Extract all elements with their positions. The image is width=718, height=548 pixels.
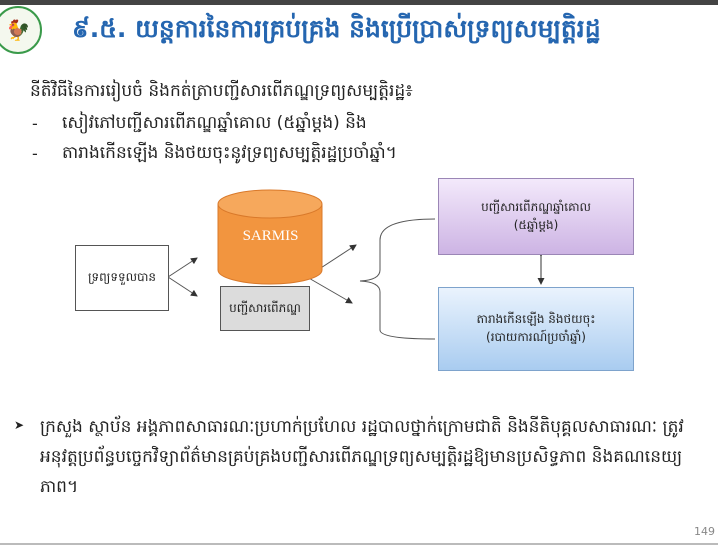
bottom-paragraph: ក្រសួង ស្ថាប័ន អង្គភាពសាធារណៈប្រហាក់ប្រហ… (40, 417, 684, 497)
changes-label: តារាងកើនឡើង និងថយចុះ (476, 312, 596, 326)
inventory-label: បញ្ជីសារពើភណ្ឌ (229, 300, 301, 315)
received-assets-label: ទ្រព្យទទួលបាន (87, 270, 157, 284)
brace (359, 218, 436, 340)
bullet-marker: - (32, 144, 38, 163)
bullet-item: តារាងកើនឡើង និងថយចុះនូវទ្រព្យសម្បត្តិរដ្… (62, 143, 397, 163)
received-assets-box: ទ្រព្យទទួលបាន (75, 245, 169, 311)
arrow-down-right (306, 276, 353, 304)
base-year-inventory-box: បញ្ជីសារពើភណ្ឌឆ្នាំគោល (៥ឆ្នាំម្តង) (438, 178, 634, 255)
bullet-arrow-icon: ➤ (14, 418, 25, 432)
changes-subtitle: (របាយការណ៍ប្រចាំឆ្នាំ) (486, 330, 586, 344)
database-cylinder-icon (217, 189, 323, 285)
arrow-to-sarmis (167, 257, 198, 278)
bullet-item: សៀវភៅបញ្ជីសារពើភណ្ឌឆ្នាំគោល (៥ឆ្នាំម្តង)… (62, 113, 367, 133)
base-year-frequency: (៥ឆ្នាំម្តង) (513, 217, 559, 232)
ministry-logo-icon: 🐓 (0, 6, 42, 54)
base-year-label: បញ្ជីសារពើភណ្ឌឆ្នាំគោល (481, 199, 591, 214)
slide-title: ៩.៥. យន្តការនៃការគ្រប់គ្រង និងប្រើប្រាស់… (72, 14, 601, 43)
sarmis-label: SARMIS (242, 228, 299, 244)
intro-heading: នីតិវិធីនៃការរៀបចំ និងកត់ត្រាបញ្ជីសារពើភ… (30, 81, 413, 101)
footer-divider (0, 543, 718, 545)
bullet-marker: - (32, 114, 38, 133)
annual-changes-box: តារាងកើនឡើង និងថយចុះ (របាយការណ៍ប្រចាំឆ្ន… (438, 287, 634, 371)
page-number: 149 (694, 525, 715, 538)
arrow-to-inventory (167, 276, 198, 297)
top-bar (0, 0, 718, 5)
inventory-box: បញ្ជីសារពើភណ្ឌ (220, 286, 310, 331)
